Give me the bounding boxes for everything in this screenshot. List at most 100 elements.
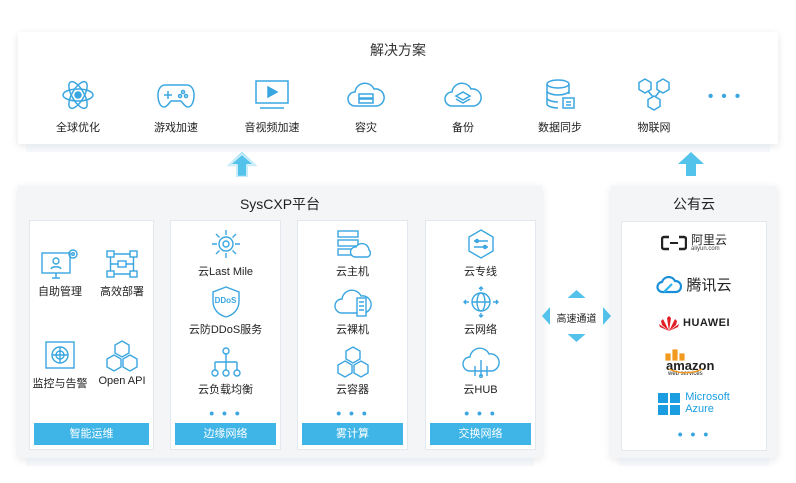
column-more[interactable]: • • • <box>336 405 369 421</box>
column-switch-network: 云专线 云网络 云HUB • • • 交换网络 <box>425 220 536 450</box>
azure-name: Azure <box>685 402 714 415</box>
cell-label: 监控与告警 <box>32 378 88 390</box>
cell-label: 自助管理 <box>38 286 82 298</box>
huawei-name: HUAWEI <box>683 317 730 329</box>
provider-azure[interactable]: Microsoft Azure <box>622 391 766 415</box>
public-cloud-title: 公有云 <box>673 196 715 212</box>
hex-link-icon <box>426 227 535 261</box>
cell-label: 高效部署 <box>100 286 144 298</box>
cell-monitoring-alerts[interactable]: 监控与告警 <box>30 339 90 391</box>
providers-more[interactable]: • • • <box>677 426 711 442</box>
cloud-hub-icon <box>426 345 535 379</box>
cell-label: 云裸机 <box>336 324 369 336</box>
solution-iot[interactable]: 物联网 <box>614 77 694 135</box>
tunnel-label: 高速通道 <box>556 314 597 325</box>
gamepad-icon <box>136 77 216 113</box>
column-smart-ops: 自助管理 高效部署 <box>29 220 154 450</box>
aws-cubes-icon <box>664 348 686 362</box>
cell-label: 云负载均衡 <box>198 384 253 396</box>
cell-label: 云防DDoS服务 <box>188 324 263 336</box>
solution-label: 容灾 <box>355 122 377 134</box>
cell-cloud-dedicated-line[interactable]: 云专线 <box>426 227 535 279</box>
column-footer: 交换网络 <box>430 423 531 445</box>
cell-cloud-last-mile[interactable]: 云Last Mile <box>171 227 280 279</box>
monitor-gear-icon <box>30 247 90 281</box>
up-arrow-icon <box>226 151 258 182</box>
windows-logo-icon <box>658 392 681 415</box>
flow-nodes-icon <box>92 247 152 281</box>
column-edge-network: 云Last Mile DDoS 云防DDoS服务 云负载均衡 <box>170 220 281 450</box>
cell-label: 云网络 <box>464 324 497 336</box>
cell-label: 云主机 <box>336 266 369 278</box>
cell-label: 云专线 <box>464 266 497 278</box>
cell-bare-metal[interactable]: 云裸机 <box>298 285 407 337</box>
provider-tencent[interactable]: 腾讯云 <box>622 274 766 295</box>
huawei-logo-icon <box>659 316 679 331</box>
cell-cloud-container[interactable]: 云容器 <box>298 345 407 397</box>
provider-huawei[interactable]: HUAWEI <box>622 315 766 331</box>
column-more[interactable]: • • • <box>209 405 242 421</box>
cell-label: 云HUB <box>463 384 498 396</box>
column-more[interactable]: • • • <box>464 405 497 421</box>
solution-disaster-recovery[interactable]: 容灾 <box>326 77 406 135</box>
provider-aws[interactable]: amazon web services <box>622 348 766 378</box>
cell-cloud-host[interactable]: 云主机 <box>298 227 407 279</box>
load-balancer-icon <box>171 345 280 379</box>
cell-label: Open API <box>98 375 146 387</box>
high-speed-tunnel: 高速通道 <box>542 290 611 342</box>
solution-label: 数据同步 <box>538 122 582 134</box>
radar-monitor-icon <box>30 339 90 373</box>
providers-box: 阿里云 aliyun.com 腾讯云 HUAWEI <box>621 221 767 451</box>
column-fog-computing: 云主机 云裸机 云容器 • • • 雾计算 <box>297 220 408 450</box>
column-footer: 边缘网络 <box>175 423 276 445</box>
solutions-more[interactable]: • • • <box>708 88 743 105</box>
cell-cloud-load-balancer[interactable]: 云负载均衡 <box>171 345 280 397</box>
tencent-cloud-logo-icon <box>656 275 683 293</box>
atom-icon <box>38 77 118 113</box>
cloud-rack-icon <box>298 285 407 319</box>
column-footer: 智能运维 <box>34 423 149 445</box>
solutions-panel: 解决方案 全球优化 游戏加速 音视频加速 <box>18 32 778 144</box>
solution-data-sync[interactable]: 数据同步 <box>520 77 600 135</box>
cell-label: 云容器 <box>336 384 369 396</box>
globe-arrows-icon <box>426 285 535 319</box>
cell-self-management[interactable]: 自助管理 <box>30 247 90 299</box>
cell-cloud-hub[interactable]: 云HUB <box>426 345 535 397</box>
provider-aliyun[interactable]: 阿里云 aliyun.com <box>622 234 766 252</box>
solution-backup[interactable]: 备份 <box>423 77 503 135</box>
ddos-icon-text: DDoS <box>214 296 237 305</box>
four-way-arrows-icon <box>542 290 611 342</box>
aliyun-name: 阿里云 <box>690 233 727 247</box>
cell-efficient-deploy[interactable]: 高效部署 <box>92 247 152 299</box>
video-play-icon <box>232 77 312 113</box>
public-cloud-base-bar <box>619 458 769 466</box>
chip-icon <box>171 227 280 261</box>
cell-cloud-ddos[interactable]: DDoS 云防DDoS服务 <box>171 285 280 337</box>
database-sync-icon <box>520 77 600 113</box>
cell-label: 云Last Mile <box>197 266 254 278</box>
solution-global-optimization[interactable]: 全球优化 <box>38 77 118 135</box>
aliyun-sub: aliyun.com <box>690 246 720 252</box>
ddos-shield-icon: DDoS <box>171 285 280 319</box>
aws-smile-icon <box>668 368 703 374</box>
syscxp-panel: SysCXP平台 自助管理 <box>18 186 542 458</box>
server-cloud-icon <box>298 227 407 261</box>
cell-open-api[interactable]: Open API <box>92 339 152 387</box>
column-footer: 雾计算 <box>302 423 403 445</box>
solution-label: 备份 <box>452 122 474 134</box>
tencent-name: 腾讯云 <box>686 277 732 294</box>
container-cubes-icon <box>298 345 407 379</box>
solution-game-acceleration[interactable]: 游戏加速 <box>136 77 216 135</box>
solution-label: 音视频加速 <box>244 122 300 134</box>
iot-hex-icon <box>614 77 694 113</box>
solution-label: 全球优化 <box>56 122 100 134</box>
cloud-server-icon <box>326 77 406 113</box>
cubes-icon <box>92 339 152 373</box>
solution-label: 物联网 <box>637 122 671 134</box>
cell-cloud-network[interactable]: 云网络 <box>426 285 535 337</box>
syscxp-base-bar <box>26 458 534 466</box>
solution-av-acceleration[interactable]: 音视频加速 <box>232 77 312 135</box>
azure-ms: Microsoft <box>685 391 730 403</box>
solutions-base-bar <box>26 144 770 152</box>
up-arrow-icon <box>676 151 706 182</box>
